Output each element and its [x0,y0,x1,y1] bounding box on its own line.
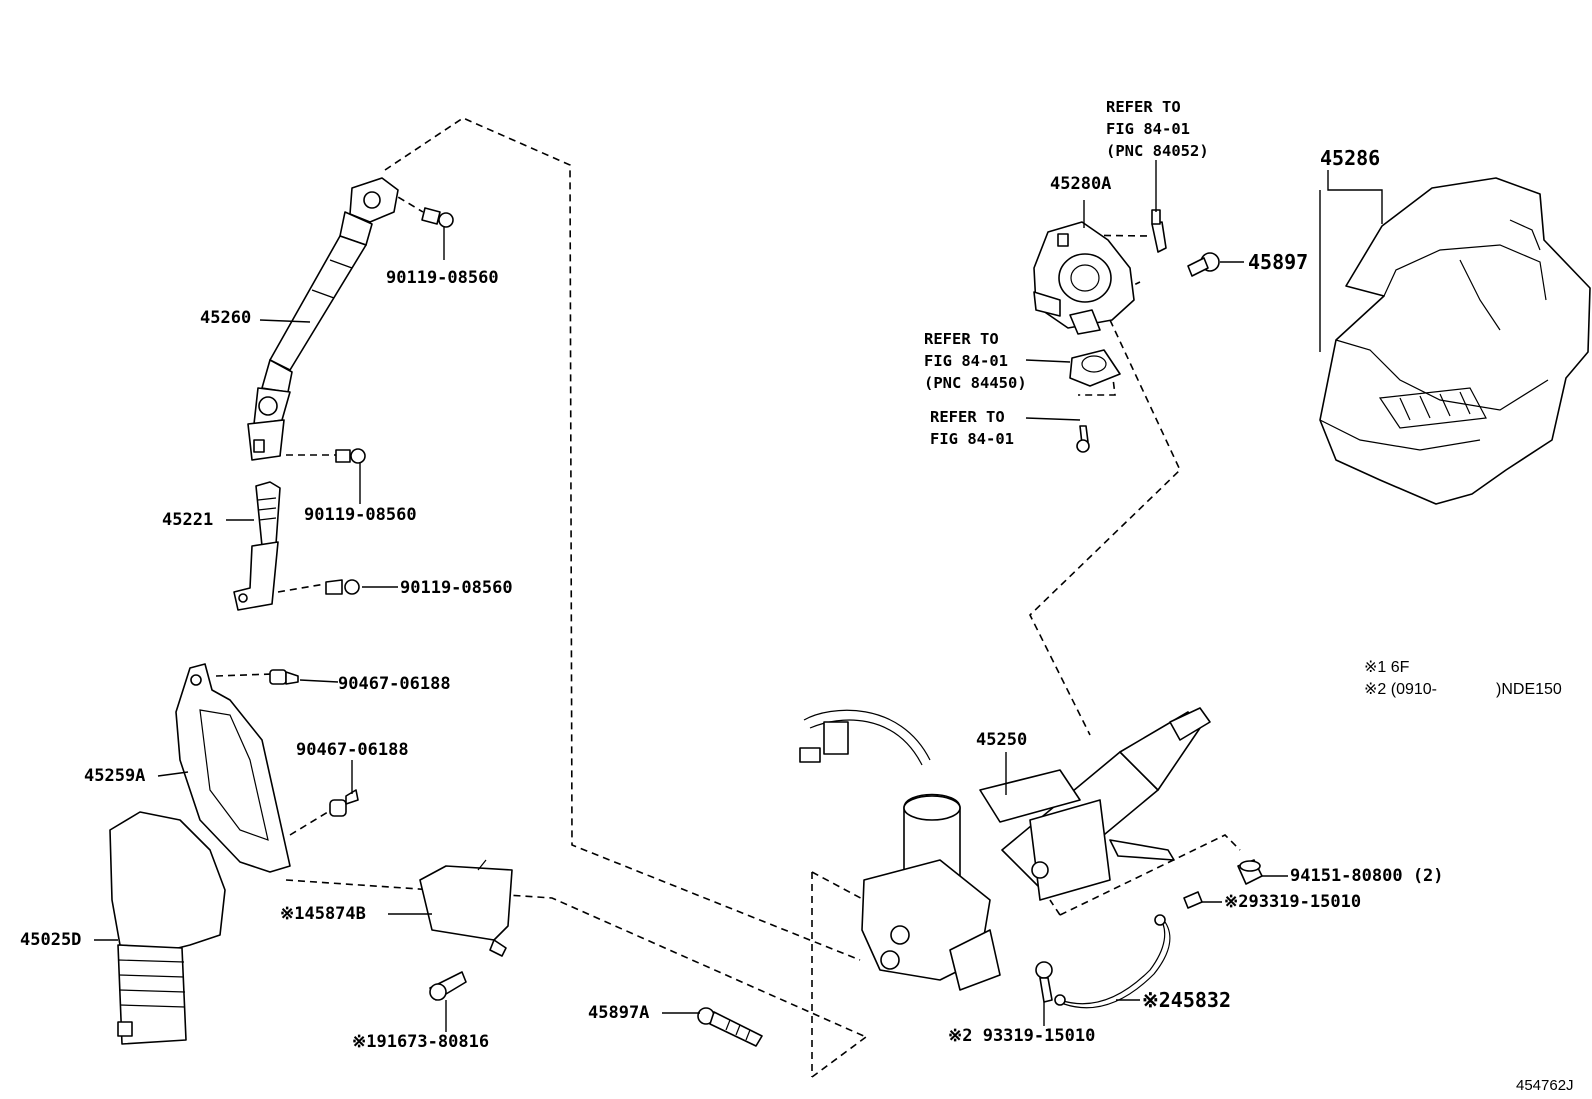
refer-top-line2: FIG 84-01 [1106,120,1190,138]
label-93319-15010-bottom: ※2 93319-15010 [948,1026,1096,1046]
cover-45259A [175,663,291,873]
label-45874B: ※145874B [280,904,366,924]
note-1: ※1 6F [1364,659,1410,676]
label-94151-80800: 94151-80800 (2) [1290,866,1444,886]
column-cover-45286 [1319,177,1591,505]
bolt-45897A [697,1007,763,1047]
label-45897A: 45897A [588,1003,650,1023]
label-45250: 45250 [976,730,1028,750]
refer-middle-line3: (PNC 84450) [924,374,1027,392]
bolt-90119-a [421,207,454,228]
bracket-45874B [419,859,513,957]
label-91673-80816: ※191673-80816 [352,1032,490,1052]
label-45259A: 45259A [84,766,146,786]
bolt-93319-bottom [1035,961,1053,1003]
clip-90467-a [269,669,299,685]
nut-94151 [1237,859,1263,885]
label-90467-06188-a: 90467-06188 [338,674,451,694]
refer-lower-line2: FIG 84-01 [930,430,1014,448]
label-45260: 45260 [200,308,252,328]
connector-84052 [1151,209,1167,253]
label-45025D: 45025D [20,930,82,950]
refer-top-line1: REFER TO [1106,98,1181,116]
label-93319-15010-right: ※293319-15010 [1224,892,1362,912]
figure-id: 454762J [1516,1077,1574,1094]
steering-column-45250 [799,707,1211,991]
refer-top-line3: (PNC 84052) [1106,142,1209,160]
label-45897: 45897 [1248,250,1309,274]
screw-45897 [1187,252,1220,277]
bolt-90119-c [325,579,360,595]
label-90119-08560-b: 90119-08560 [304,505,417,525]
label-90119-08560-a: 90119-08560 [386,268,499,288]
bolt-90119-b [335,448,366,464]
shaft-45221 [233,481,281,611]
refer-middle-line2: FIG 84-01 [924,352,1008,370]
refer-middle-line1: REFER TO [924,330,999,348]
note-2-suffix: )NDE150 [1496,681,1562,698]
label-90119-08560-c: 90119-08560 [400,578,513,598]
screw-fig84 [1076,425,1090,453]
bolt-93319-right [1183,891,1203,909]
note-2-prefix: ※2 (0910- [1364,681,1437,698]
label-45286: 45286 [1320,146,1381,170]
sensor-84450 [1069,349,1121,387]
label-45221: 45221 [162,510,214,530]
clip-90467-b [329,789,359,817]
bolt-91673 [429,971,467,1001]
intermediate-shaft-45260 [247,177,399,461]
boot-45025D [109,811,226,1045]
refer-lower-line1: REFER TO [930,408,1005,426]
label-45280A: 45280A [1050,174,1112,194]
wire-45832 [1054,914,1171,1009]
assembly-guide-lines [215,117,1241,1078]
label-90467-06188-b: 90467-06188 [296,740,409,760]
label-45832: ※245832 [1142,988,1232,1012]
leader-lines [94,160,1383,1032]
lock-housing-45280A [1033,221,1135,335]
